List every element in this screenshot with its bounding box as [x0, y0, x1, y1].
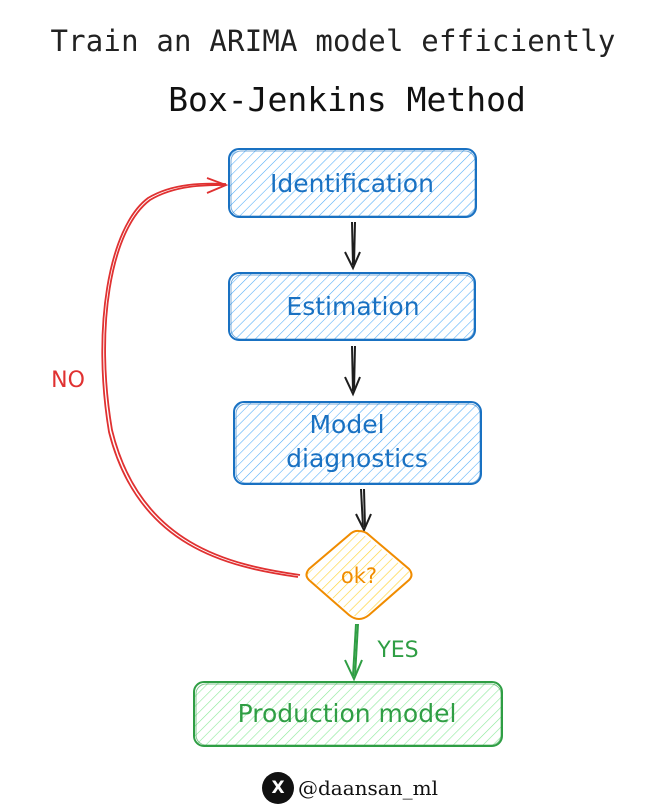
arrow-estimation-to-diagnostics [344, 345, 361, 397]
step-estimation-label: Estimation [286, 292, 419, 321]
no-label: NO [51, 368, 85, 393]
x-logo-icon: X [262, 772, 294, 804]
final-production-model-label: Production model [238, 699, 457, 728]
author-credit: X @daansan_ml [262, 771, 438, 805]
step-model-diagnostics: Model diagnostics [233, 401, 482, 485]
yes-arrow [344, 623, 363, 682]
author-handle: @daansan_ml [298, 776, 438, 800]
page-title: Train an ARIMA model efficiently [50, 24, 616, 58]
decision-label: ok? [341, 564, 377, 588]
step-model-diagnostics-label-line2: diagnostics [286, 444, 428, 473]
step-estimation: Estimation [228, 272, 476, 341]
step-identification-label: Identification [270, 169, 434, 198]
step-identification: Identification [228, 148, 477, 218]
decision-diamond: ok? [305, 529, 413, 620]
arrow-diagnostics-to-decision [355, 488, 372, 533]
no-loop-arrow [101, 177, 301, 578]
final-production-model: Production model [193, 681, 503, 747]
arrow-identification-to-estimation [344, 221, 361, 271]
page-subtitle: Box-Jenkins Method [168, 80, 526, 119]
step-model-diagnostics-label-line1: Model [309, 410, 384, 439]
yes-label: YES [376, 638, 418, 663]
